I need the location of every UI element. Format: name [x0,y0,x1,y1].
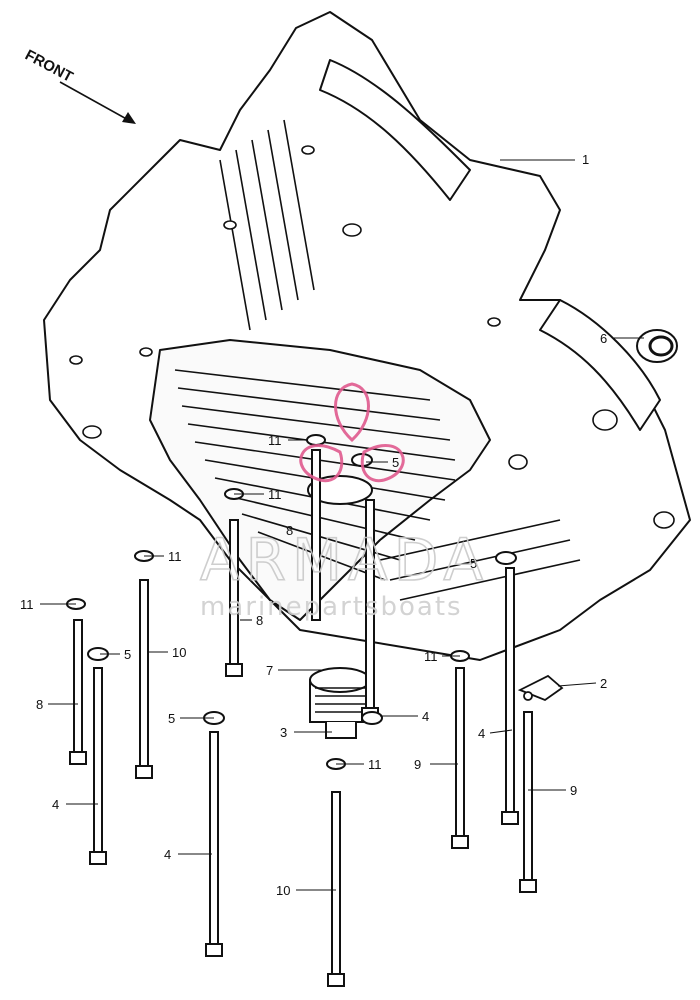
callout-11: 11 [168,549,182,564]
callout-leader-lines [40,159,644,891]
washers [66,434,517,770]
callout-4: 4 [422,709,429,724]
callout-11: 11 [268,487,282,502]
watermark-brand: ARMADA [200,526,489,594]
callout-4: 4 [52,797,59,812]
front-label: FRONT [22,47,76,86]
callout-11: 11 [424,649,438,664]
callout-2: 2 [600,676,607,691]
callout-10: 10 [172,645,186,660]
callout-7: 7 [266,663,273,678]
oil-filter-plug [307,475,373,739]
oil-seal [636,329,678,363]
callout-9: 9 [570,783,577,798]
mounting-holes [69,145,675,529]
cable-bracket [517,674,564,702]
callout-8: 8 [36,697,43,712]
callout-5: 5 [470,556,477,571]
callout-5: 5 [124,647,131,662]
callout-9: 9 [414,757,421,772]
callout-11: 11 [268,433,282,448]
callout-4: 4 [478,726,485,741]
callout-1: 1 [582,152,589,167]
callout-8: 8 [256,613,263,628]
watermark-logo-icon [299,382,405,483]
front-direction-indicator: FRONT [22,47,136,124]
watermark-tagline: marinepartsboats [200,592,463,622]
callout-11: 11 [20,597,34,612]
callout-5: 5 [392,455,399,470]
watermark: ARMADA marinepartsboats [199,382,489,622]
callout-5: 5 [168,711,175,726]
callout-labels: 1 2 3 4 4 4 4 5 5 5 5 6 7 8 8 8 9 9 10 1… [20,152,607,898]
callout-11: 11 [368,757,382,772]
callout-8: 8 [286,523,293,538]
callout-6: 6 [600,331,607,346]
bolts [69,449,537,987]
callout-4: 4 [164,847,171,862]
callout-10: 10 [276,883,290,898]
callout-3: 3 [280,725,287,740]
